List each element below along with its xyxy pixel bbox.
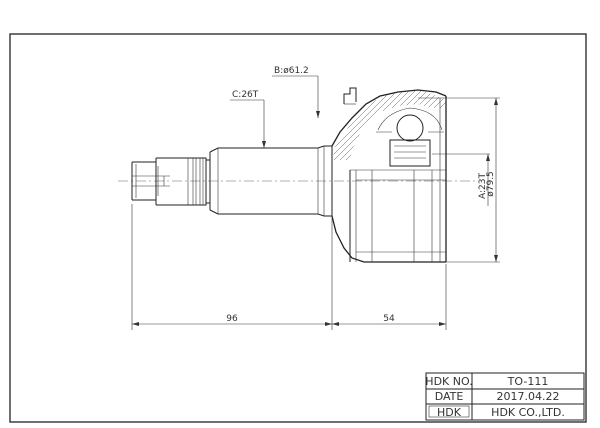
shaft-length-label: 96	[226, 314, 238, 324]
hdk-no-value: TO-111	[507, 375, 549, 388]
dim-lengths: 96 54	[131, 204, 447, 330]
c-spline-label: C:26T	[232, 90, 259, 100]
date-value: 2017.04.22	[497, 390, 560, 403]
dim-outer-diameter: ø79.5	[418, 97, 500, 263]
dim-a-spline: A:23T	[432, 153, 490, 206]
a-spline-label: A:23T	[478, 173, 488, 199]
dim-c-spline: C:26T	[230, 90, 266, 148]
outer-diameter-label: ø79.5	[486, 171, 496, 197]
hdk-logo: HDK	[437, 406, 462, 419]
date-label: DATE	[435, 390, 464, 403]
title-block: HDK NO. TO-111 DATE 2017.04.22 HDK HDK C…	[425, 372, 585, 421]
hdk-logo-box	[428, 405, 470, 418]
hdk-no-label: HDK NO.	[425, 375, 472, 388]
company-name: HDK CO.,LTD.	[491, 406, 565, 419]
b-diameter-label: B:ø61.2	[274, 66, 309, 76]
drawing-frame	[9, 33, 587, 423]
housing-length-label: 54	[383, 314, 395, 324]
ball-bearing	[396, 114, 424, 142]
dim-b-diameter: B:ø61.2	[272, 66, 320, 118]
shaft-outline	[131, 145, 332, 217]
outer-housing	[331, 87, 447, 263]
